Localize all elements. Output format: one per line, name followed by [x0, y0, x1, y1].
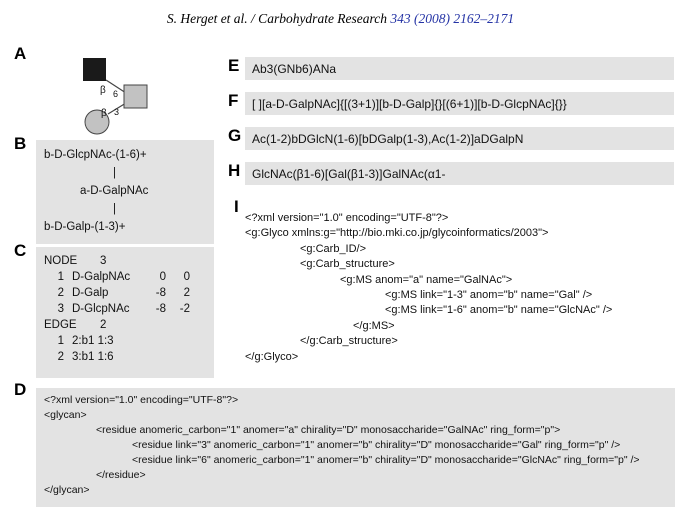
- xml-line: <g:MS link="1-6" anom="b" name="GlcNAc" …: [385, 304, 613, 317]
- xml-line: <g:Carb_structure>: [300, 258, 395, 271]
- xml-line: <residue anomeric_carbon="1" anomer="a" …: [96, 424, 561, 436]
- edge-value: 2:b1 1:3: [72, 335, 114, 347]
- panel-e-box: Ab3(GNb6)ANa: [245, 57, 674, 80]
- panel-b-label: B: [14, 134, 27, 153]
- edge-row: 1 2:b1 1:3: [44, 333, 214, 349]
- glcnac-symbol: [83, 58, 106, 81]
- node-index: 3: [57, 303, 64, 315]
- iupac-condensed-sequence: GlcNAc(β1-6)[Gal(β1-3)]GalNAc(α1-: [252, 166, 446, 181]
- gal-symbol: [84, 109, 110, 135]
- xml-line: <g:Carb_ID/>: [300, 242, 367, 255]
- panel-f-box: [ ][a-D-GalpNAc]{[(3+1)][b-D-Galp]{}[(6+…: [245, 92, 674, 115]
- edge-row: 2 3:b1 1:6: [44, 349, 214, 365]
- linkage-bottom-position-label: 3: [114, 107, 119, 117]
- citation-authors: S. Herget et al. / Carbohydrate Research: [166, 11, 391, 26]
- panel-g-box: Ac(1-2)bDGlcN(1-6)[bDGalp(1-3),Ac(1-2)]a…: [245, 127, 674, 150]
- panel-d-box: <?xml version="1.0" encoding="UTF-8"?> <…: [36, 388, 675, 507]
- branch-pipe: |: [113, 167, 116, 179]
- panel-h-box: GlcNAc(β1-6)[Gal(β1-3)]GalNAc(α1-: [245, 162, 674, 185]
- xml-line: </glycan>: [44, 484, 90, 496]
- xml-line: <g:Glyco xmlns:g="http://bio.mki.co.jp/g…: [245, 227, 549, 240]
- linkage-line-beta6: [105, 79, 127, 94]
- sequence-line: a-D-GalpNAc: [80, 185, 149, 197]
- sequence-line: b-D-Galp-(1-3)+: [44, 221, 126, 233]
- linearcode-sequence: Ab3(GNb6)ANa: [252, 61, 337, 76]
- panel-g-label: G: [228, 126, 242, 145]
- panel-i-label: I: [234, 197, 239, 216]
- edge-value: 3:b1 1:6: [72, 351, 114, 363]
- node-row: 2 D-Galp -8 2: [44, 285, 214, 301]
- bcsdb-sequence: Ac(1-2)bDGlcN(1-6)[bDGalp(1-3),Ac(1-2)]a…: [252, 131, 524, 146]
- xml-line: </g:MS>: [353, 319, 395, 332]
- node-name: D-GalpNAc: [72, 271, 131, 283]
- linkage-bottom-anomer-label: β: [101, 108, 107, 119]
- node-x: -8: [155, 287, 166, 299]
- linkage-line-beta3: [107, 102, 127, 115]
- node-header: NODE 3: [44, 253, 214, 269]
- citation: S. Herget et al. / Carbohydrate Research…: [0, 11, 681, 27]
- galnac-symbol: [123, 84, 148, 109]
- node-row: 1 D-GalpNAc 0 0: [44, 269, 214, 285]
- sequence-line: b-D-GlcpNAc-(1-6)+: [44, 149, 147, 161]
- node-name: D-GlcpNAc: [72, 303, 130, 315]
- xml-line: <residue link="3" anomeric_carbon="1" an…: [132, 439, 621, 451]
- edge-keyword: EDGE: [44, 319, 77, 331]
- xml-line: <?xml version="1.0" encoding="UTF-8"?>: [44, 394, 239, 406]
- xml-line: </g:Carb_structure>: [300, 335, 398, 348]
- node-name: D-Galp: [72, 287, 109, 299]
- edge-header: EDGE 2: [44, 317, 214, 333]
- panel-c-label: C: [14, 241, 27, 260]
- node-row: 3 D-GlcpNAc -8 -2: [44, 301, 214, 317]
- edge-count: 2: [100, 319, 107, 331]
- node-count: 3: [100, 255, 107, 267]
- xml-line: <?xml version="1.0" encoding="UTF-8"?>: [245, 212, 449, 224]
- xml-line: <glycan>: [44, 409, 87, 421]
- edge-index: 2: [57, 351, 64, 363]
- panel-h-label: H: [228, 161, 241, 180]
- panel-i-block: <?xml version="1.0" encoding="UTF-8"?> <…: [245, 211, 677, 365]
- panel-a-label: A: [14, 44, 27, 63]
- node-index: 2: [57, 287, 64, 299]
- node-x: 0: [159, 271, 166, 283]
- linkage-top-position-label: 6: [113, 89, 118, 99]
- panel-e-label: E: [228, 56, 240, 75]
- panel-f-label: F: [228, 91, 239, 110]
- linkage-top-anomer-label: β: [100, 85, 106, 96]
- xml-line: <g:MS anom="a" name="GalNAc">: [340, 273, 513, 286]
- node-x: -8: [155, 303, 166, 315]
- linucs-sequence: [ ][a-D-GalpNAc]{[(3+1)][b-D-Galp]{}[(6+…: [252, 96, 567, 111]
- node-keyword: NODE: [44, 255, 78, 267]
- node-y: 0: [183, 271, 190, 283]
- citation-link[interactable]: 343 (2008) 2162–2171: [390, 11, 515, 26]
- xml-line: </g:Glyco>: [245, 350, 299, 363]
- edge-index: 1: [57, 335, 64, 347]
- node-index: 1: [57, 271, 64, 283]
- branch-pipe: |: [113, 203, 116, 215]
- node-y: 2: [183, 287, 190, 299]
- xml-line: </residue>: [96, 469, 146, 481]
- xml-line: <residue link="6" anomeric_carbon="1" an…: [132, 454, 640, 466]
- panel-b-box: b-D-GlcpNAc-(1-6)+ | a-D-GalpNAc | b-D-G…: [36, 140, 214, 244]
- panel-d-label: D: [14, 380, 27, 399]
- glycan-diagram: β 6 β 3: [83, 58, 148, 135]
- xml-line: <g:MS link="1-3" anom="b" name="Gal" />: [385, 289, 593, 302]
- node-y: -2: [179, 303, 190, 315]
